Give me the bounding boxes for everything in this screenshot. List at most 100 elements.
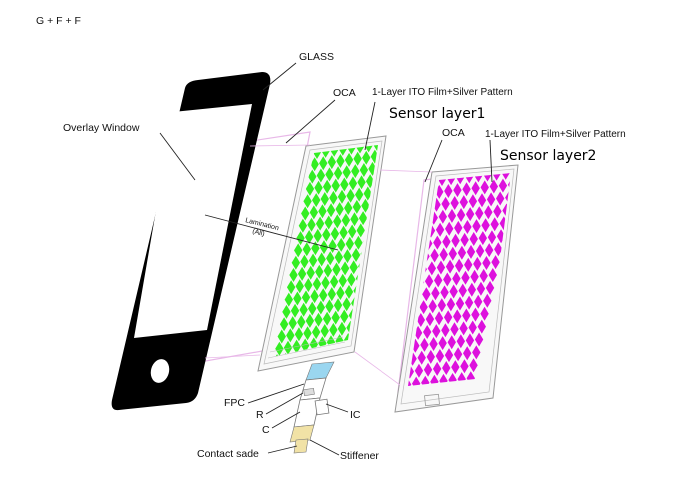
sensor-diamond [333, 214, 342, 229]
sensor-diamond [454, 220, 463, 235]
sensor-diamond [482, 256, 491, 270]
sensor-diamond [466, 244, 476, 259]
sensor-diamond [297, 266, 307, 281]
sensor-diamond [416, 313, 426, 327]
sensor-diamond [302, 242, 311, 257]
sensor-diamond [295, 279, 304, 294]
sensor-diamond [301, 206, 310, 221]
sensor-diamond [356, 223, 365, 238]
sensor-diamond [465, 207, 475, 222]
sensor-diamond [501, 173, 510, 180]
sensor-diamond [346, 188, 355, 203]
sensor-diamond [323, 263, 333, 278]
sensor-diamond [337, 189, 347, 204]
sensor-diamond [300, 254, 309, 269]
sensor-diamond [456, 208, 466, 222]
sensor-diamond [442, 361, 451, 375]
sensor-diamond [414, 363, 424, 378]
sensor-diamond [423, 362, 433, 377]
sensor-diamond [457, 245, 467, 260]
sensor-diamond [417, 350, 426, 365]
sensor-diamond [473, 256, 482, 271]
sensor-diamond [305, 181, 315, 196]
sensor-diamond [432, 324, 441, 339]
sensor-diamond [331, 178, 340, 193]
sensor-diamond [321, 275, 330, 290]
sensor-diamond [329, 274, 339, 289]
sensor-diamond [453, 183, 462, 198]
sensor-diamond [329, 322, 338, 337]
sensor-diamond [352, 199, 362, 214]
sensor-layer-1-film [257, 135, 387, 372]
sensor-diamond [309, 205, 319, 220]
sensor-diamond [448, 246, 457, 261]
sensor-diamond [311, 325, 321, 340]
sensor-diamond [317, 252, 326, 267]
sensor-diamond [304, 230, 314, 244]
sensor-diamond [459, 321, 468, 336]
sensor-diamond [471, 307, 480, 322]
sensor-diamond [336, 286, 345, 300]
sensor-diamond [434, 273, 443, 288]
sensor-diamond [316, 168, 326, 183]
sensor-diamond [471, 181, 480, 196]
sensor-diamond [289, 268, 298, 282]
sensor-diamond [348, 176, 358, 191]
sensor-diamond [477, 193, 487, 208]
sensor-diamond [342, 165, 351, 180]
sensor-diamond [435, 349, 445, 363]
sensor-diamond [330, 226, 340, 241]
sensor-diamond [408, 377, 412, 386]
alignment-lines [204, 144, 433, 386]
sensor-diamond [279, 317, 289, 332]
sensor-diamond [277, 329, 286, 344]
sensor-diamond [331, 310, 340, 325]
sensor-diamond [442, 234, 451, 249]
sensor-diamond [419, 300, 428, 315]
sensor-diamond [452, 271, 461, 286]
sensor-diamond [339, 225, 348, 240]
sensor-diamond [478, 231, 488, 246]
sensor-diamond [298, 218, 308, 233]
sensor-diamond [439, 247, 448, 262]
sensor-diamond [345, 236, 354, 251]
fpc-assembly [289, 361, 335, 454]
sensor-diamond [484, 205, 493, 220]
sensor-diamond [344, 284, 354, 299]
overlay-window-label: Overlay Window [63, 122, 140, 134]
sensor-diamond [458, 283, 467, 298]
sensor-diamond [436, 260, 446, 275]
sensor-diamond [481, 218, 490, 233]
sensor-diamond [313, 228, 322, 243]
sensor-diamond [485, 280, 495, 295]
sensor-diamond [325, 167, 334, 182]
sensor-diamond [438, 209, 448, 224]
sensor-diamond [340, 261, 350, 276]
sensor-diamond [308, 253, 318, 268]
sensor-diamond [299, 302, 308, 317]
sensor-diamond [493, 204, 502, 219]
sensor-diamond [322, 179, 332, 194]
sensor-diamond [460, 359, 469, 374]
sensor-diamond [332, 262, 341, 277]
oca-label-1: OCA [333, 87, 356, 99]
sensor-diamond [487, 230, 497, 245]
sensor-diamond [421, 375, 430, 386]
sensor-diamond [496, 191, 505, 206]
sensor-diamond [480, 306, 489, 321]
sensor-diamond [464, 295, 474, 310]
sensor-diamond [446, 297, 456, 312]
sensor-diamond [461, 270, 470, 285]
sensor-diamond [296, 231, 305, 246]
sensor-diamond [294, 243, 303, 258]
sensor-diamond [358, 211, 368, 226]
sensor-diamond [465, 333, 475, 348]
sensor-diamond [315, 264, 324, 279]
sensor-diamond [303, 194, 312, 209]
sensor-diamond [453, 309, 462, 324]
sensor-diamond [459, 195, 468, 210]
sensor-diamond [427, 261, 437, 276]
sensor-diamond [435, 222, 445, 237]
sensor-diamond [498, 178, 508, 193]
